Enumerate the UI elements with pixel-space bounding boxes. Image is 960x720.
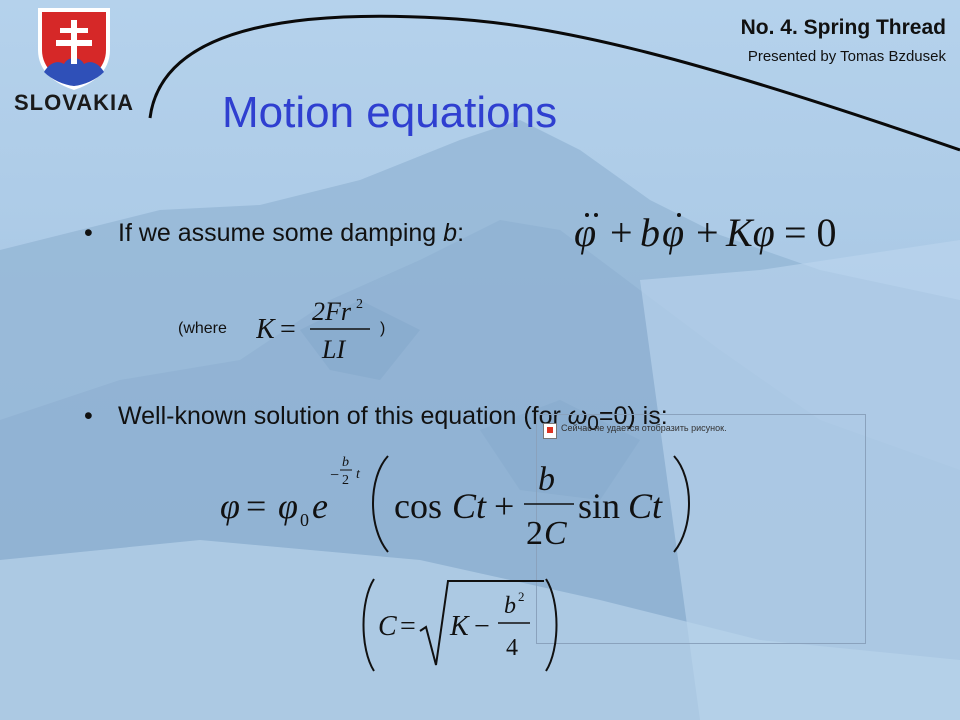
svg-text:+: + bbox=[696, 210, 719, 255]
svg-text:C: C bbox=[378, 611, 397, 642]
presenter-line: Presented by Tomas Bzdusek bbox=[747, 48, 946, 65]
country-label: SLOVAKIA bbox=[14, 90, 135, 115]
svg-text:φ: φ bbox=[662, 210, 684, 255]
svg-text:2: 2 bbox=[518, 589, 525, 604]
equation-C-definition: C = K − b 2 4 bbox=[362, 578, 558, 672]
svg-text:b: b bbox=[504, 593, 516, 619]
svg-text:Ct: Ct bbox=[452, 486, 487, 526]
svg-text:b: b bbox=[640, 210, 660, 255]
svg-text:+: + bbox=[494, 486, 514, 526]
svg-text:=: = bbox=[246, 486, 266, 526]
svg-text:2: 2 bbox=[526, 515, 543, 552]
bullet-suffix: : bbox=[457, 219, 465, 247]
bullet-italic-var: b bbox=[443, 219, 458, 247]
slide-number-title: No. 4. Spring Thread bbox=[740, 16, 946, 39]
slovak-coat-of-arms-icon bbox=[38, 8, 110, 90]
svg-text:φ: φ bbox=[574, 210, 596, 255]
note-where: (where bbox=[178, 320, 227, 337]
svg-text:2: 2 bbox=[342, 473, 349, 488]
svg-text:t: t bbox=[356, 467, 361, 482]
bullet-text: Well-known solution of this equation (fo… bbox=[118, 402, 568, 430]
svg-text:2: 2 bbox=[356, 297, 363, 312]
svg-text:cos: cos bbox=[394, 486, 442, 526]
note-close-paren: ) bbox=[380, 320, 386, 337]
svg-text:φ: φ bbox=[220, 486, 240, 526]
bullet-damping: • If we assume some damping b: bbox=[84, 219, 464, 248]
broken-image-icon bbox=[543, 423, 557, 439]
bullet-dot: • bbox=[84, 219, 93, 247]
image-placeholder: Сейчас не удается отобразить рисунок. bbox=[536, 414, 866, 644]
svg-text:−: − bbox=[474, 611, 490, 642]
svg-text:e: e bbox=[312, 486, 328, 526]
svg-text:=: = bbox=[280, 314, 296, 345]
bullet-suffix: =0) is: bbox=[598, 402, 668, 430]
svg-text:sin: sin bbox=[578, 486, 620, 526]
svg-text:b: b bbox=[342, 455, 349, 470]
svg-text:K: K bbox=[449, 611, 470, 642]
bullet-solution: • Well-known solution of this equation (f… bbox=[84, 402, 668, 436]
equation-damped-oscillator: φ + b φ + Kφ = 0 bbox=[574, 210, 837, 255]
svg-text:= 0: = 0 bbox=[784, 210, 837, 255]
svg-text:φ: φ bbox=[278, 486, 298, 526]
svg-text:K: K bbox=[256, 314, 276, 345]
svg-text:−: − bbox=[330, 467, 339, 484]
svg-text:=: = bbox=[400, 611, 416, 642]
svg-text:+: + bbox=[610, 210, 633, 255]
page-title: Motion equations bbox=[222, 88, 558, 137]
bullet-text: If we assume some damping bbox=[118, 219, 444, 247]
header-swoosh-line bbox=[148, 14, 960, 152]
svg-text:C: C bbox=[544, 515, 567, 552]
image-placeholder-message: Сейчас не удается отобразить рисунок. bbox=[561, 423, 727, 433]
omega-symbol: ω bbox=[567, 402, 588, 430]
svg-text:2Fr: 2Fr bbox=[312, 297, 352, 326]
equation-K-definition: K = 2Fr 2 LI bbox=[256, 297, 370, 364]
svg-text:LI: LI bbox=[321, 335, 346, 364]
svg-text:Ct: Ct bbox=[628, 486, 663, 526]
svg-text:b: b bbox=[538, 461, 555, 498]
svg-text:0: 0 bbox=[300, 510, 309, 530]
bullet-dot: • bbox=[84, 402, 93, 430]
equation-solution-phi: φ = φ 0 e − b 2 t cos Ct + b 2 C sin Ct bbox=[220, 455, 690, 553]
omega-subscript: 0 bbox=[587, 412, 599, 435]
svg-text:4: 4 bbox=[506, 635, 518, 661]
svg-text:Kφ: Kφ bbox=[725, 210, 775, 255]
